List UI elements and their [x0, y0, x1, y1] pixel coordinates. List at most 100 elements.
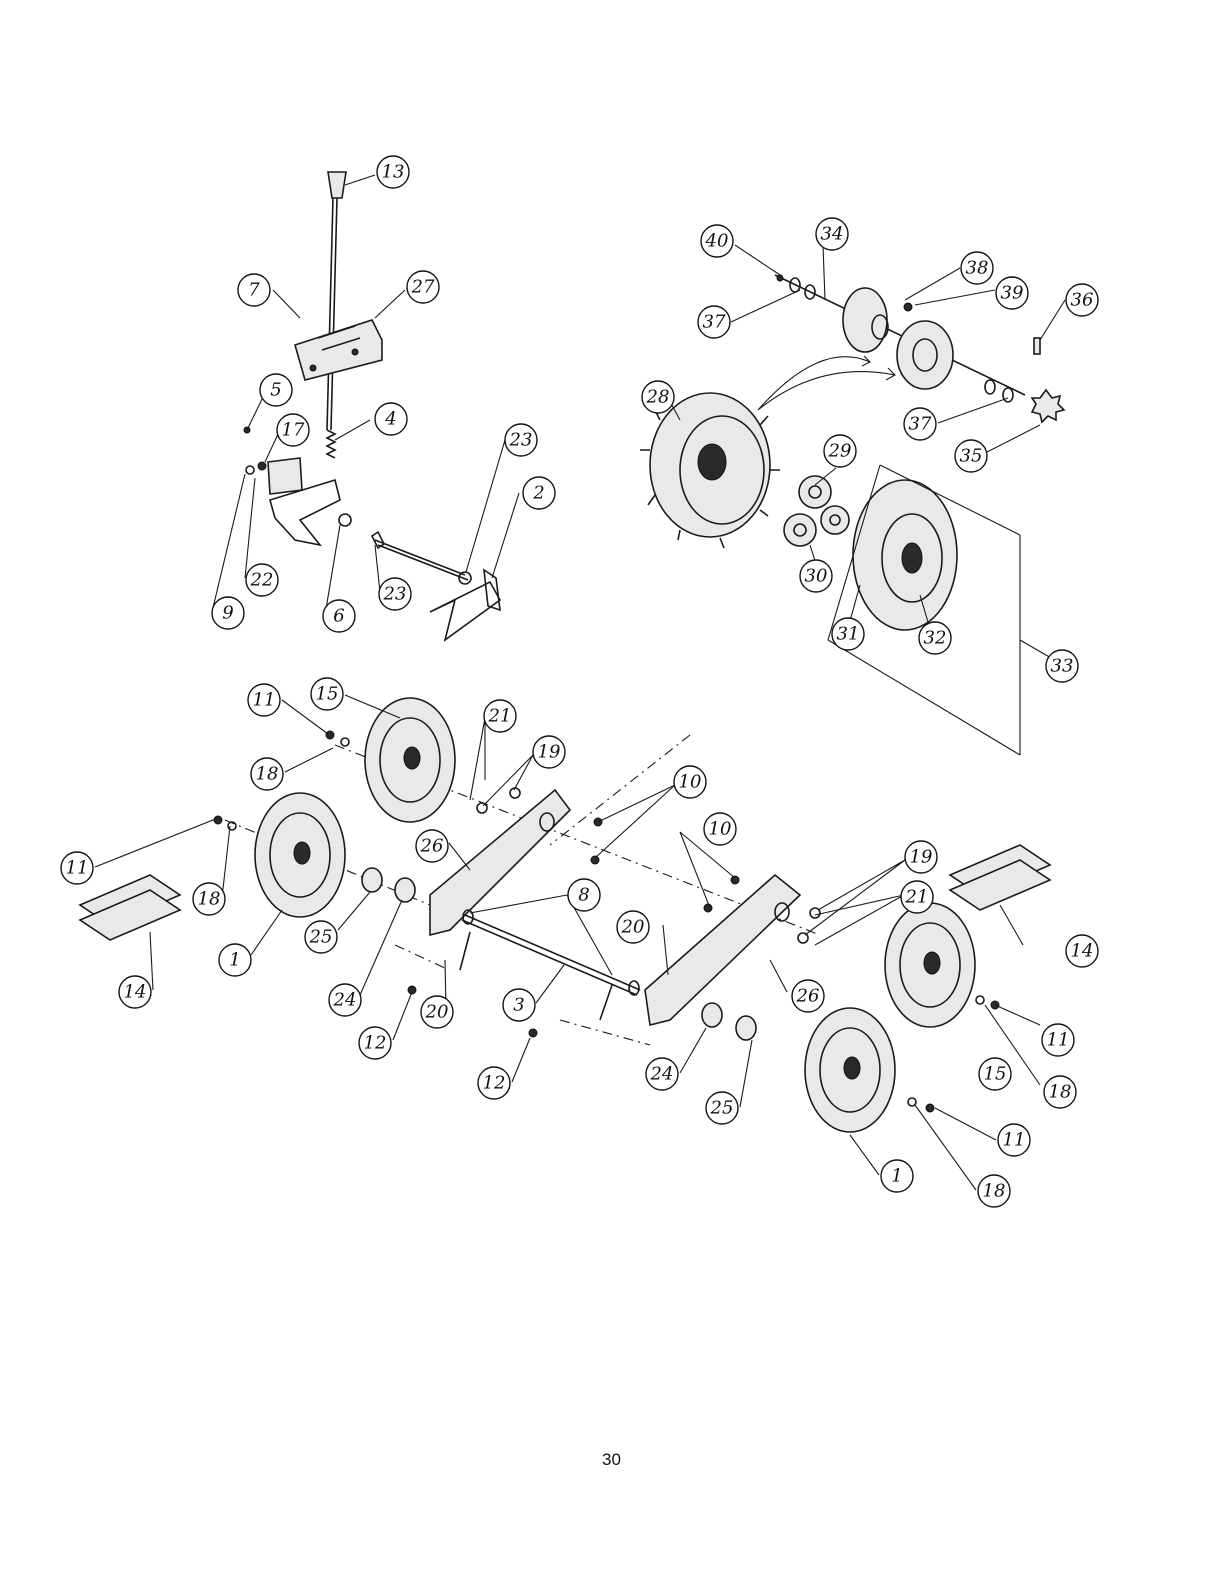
callout-19-b: 19 [905, 841, 937, 873]
callout-19-a: 19 [533, 736, 565, 768]
callout-10-b: 10 [704, 813, 736, 845]
callout-1-b: 1 [881, 1160, 913, 1192]
callout-number: 14 [124, 982, 147, 1003]
callout-37b: 37 [904, 408, 936, 440]
callout-number: 18 [1049, 1082, 1072, 1103]
shift-spring [327, 430, 335, 458]
callout-number: 34 [821, 224, 844, 245]
callout-28: 28 [642, 381, 674, 413]
callout-number: 12 [483, 1073, 506, 1094]
callout-number: 24 [650, 1064, 674, 1085]
callout-number: 38 [966, 258, 989, 279]
callout-2: 2 [523, 477, 555, 509]
callout-14-b: 14 [119, 976, 151, 1008]
callout-17: 17 [277, 414, 309, 446]
callout-20-a: 20 [617, 911, 649, 943]
callout-number: 8 [578, 885, 589, 906]
callout-21-a: 21 [484, 700, 516, 732]
axle [465, 915, 640, 990]
callout-39: 39 [996, 277, 1028, 309]
callout-12-a: 12 [359, 1027, 391, 1059]
spacer-left-b [395, 878, 415, 902]
callout-number: 33 [1051, 656, 1074, 677]
callout-number: 27 [411, 277, 435, 298]
callout-number: 14 [1071, 941, 1094, 962]
callout-3: 3 [503, 989, 535, 1021]
callout-number: 39 [1001, 283, 1024, 304]
callout-22: 22 [246, 564, 278, 596]
callout-20-b: 20 [421, 996, 453, 1028]
callout-number: 20 [621, 917, 645, 938]
callout-number: 37 [909, 414, 932, 435]
callout-number: 9 [222, 603, 233, 624]
callout-21-b: 21 [901, 881, 933, 913]
callout-number: 21 [488, 706, 512, 727]
callout-number: 36 [1071, 290, 1094, 311]
callout-15-a: 15 [311, 678, 343, 710]
shift-shaft [375, 540, 468, 580]
callout-11-c: 11 [1042, 1024, 1074, 1056]
callout-11-a: 11 [248, 684, 280, 716]
drive-shaft [775, 275, 1025, 395]
callout-5: 5 [260, 374, 292, 406]
callout-11-b: 11 [61, 852, 93, 884]
planet-gear-1 [799, 476, 831, 508]
track-assembly [80, 698, 1050, 1132]
callout-number: 10 [679, 772, 702, 793]
callout-12-b: 12 [478, 1067, 510, 1099]
callout-38: 38 [961, 252, 993, 284]
callout-9: 9 [212, 597, 244, 629]
callout-number: 12 [364, 1033, 387, 1054]
callout-number: 28 [646, 387, 670, 408]
callout-13: 13 [377, 156, 409, 188]
callout-number: 26 [796, 986, 820, 1007]
callout-24-a: 24 [329, 984, 361, 1016]
spacer-right-b [736, 1016, 756, 1040]
callout-31: 31 [832, 618, 864, 650]
callout-number: 22 [250, 570, 274, 591]
callout-number: 2 [532, 483, 544, 504]
shift-block [268, 458, 302, 494]
callout-number: 30 [805, 566, 828, 587]
callout-7: 7 [238, 274, 270, 306]
callout-11-d: 11 [998, 1124, 1030, 1156]
callout-number: 21 [905, 887, 929, 908]
right-arm [645, 875, 800, 1025]
callout-8: 8 [568, 879, 600, 911]
callout-number: 31 [837, 624, 860, 645]
callout-number: 15 [316, 684, 339, 705]
callout-number: 6 [333, 606, 344, 627]
callout-1-a: 1 [219, 944, 251, 976]
callout-23: 23 [505, 424, 537, 456]
drive-assembly [640, 275, 1064, 755]
callout-number: 18 [198, 889, 221, 910]
callout-33: 33 [1046, 650, 1078, 682]
callout-26-b: 26 [792, 980, 824, 1012]
drive-gear-large [843, 288, 887, 352]
callout-number: 18 [983, 1181, 1006, 1202]
spacer-left-a [362, 868, 382, 892]
callout-number: 29 [828, 441, 852, 462]
shift-lever-assembly [244, 172, 500, 640]
spacer-right-a [702, 1003, 722, 1027]
callout-number: 3 [513, 995, 524, 1016]
callout-24-b: 24 [646, 1058, 678, 1090]
callout-number: 35 [960, 446, 983, 467]
callout-18-a: 18 [251, 758, 283, 790]
callout-number: 15 [984, 1064, 1007, 1085]
callout-number: 24 [333, 990, 357, 1011]
callout-number: 5 [270, 380, 281, 401]
callout-number: 11 [1003, 1130, 1026, 1151]
shift-knob [328, 172, 346, 198]
callout-number: 40 [705, 231, 729, 252]
callout-25-b: 25 [706, 1092, 738, 1124]
callout-36: 36 [1066, 284, 1098, 316]
callout-6: 6 [323, 600, 355, 632]
callout-number: 10 [709, 819, 732, 840]
callout-29: 29 [824, 435, 856, 467]
callout-number: 1 [229, 950, 240, 971]
planet-gear-2 [784, 514, 816, 546]
callout-15-b: 15 [979, 1058, 1011, 1090]
callout-37: 37 [698, 306, 730, 338]
